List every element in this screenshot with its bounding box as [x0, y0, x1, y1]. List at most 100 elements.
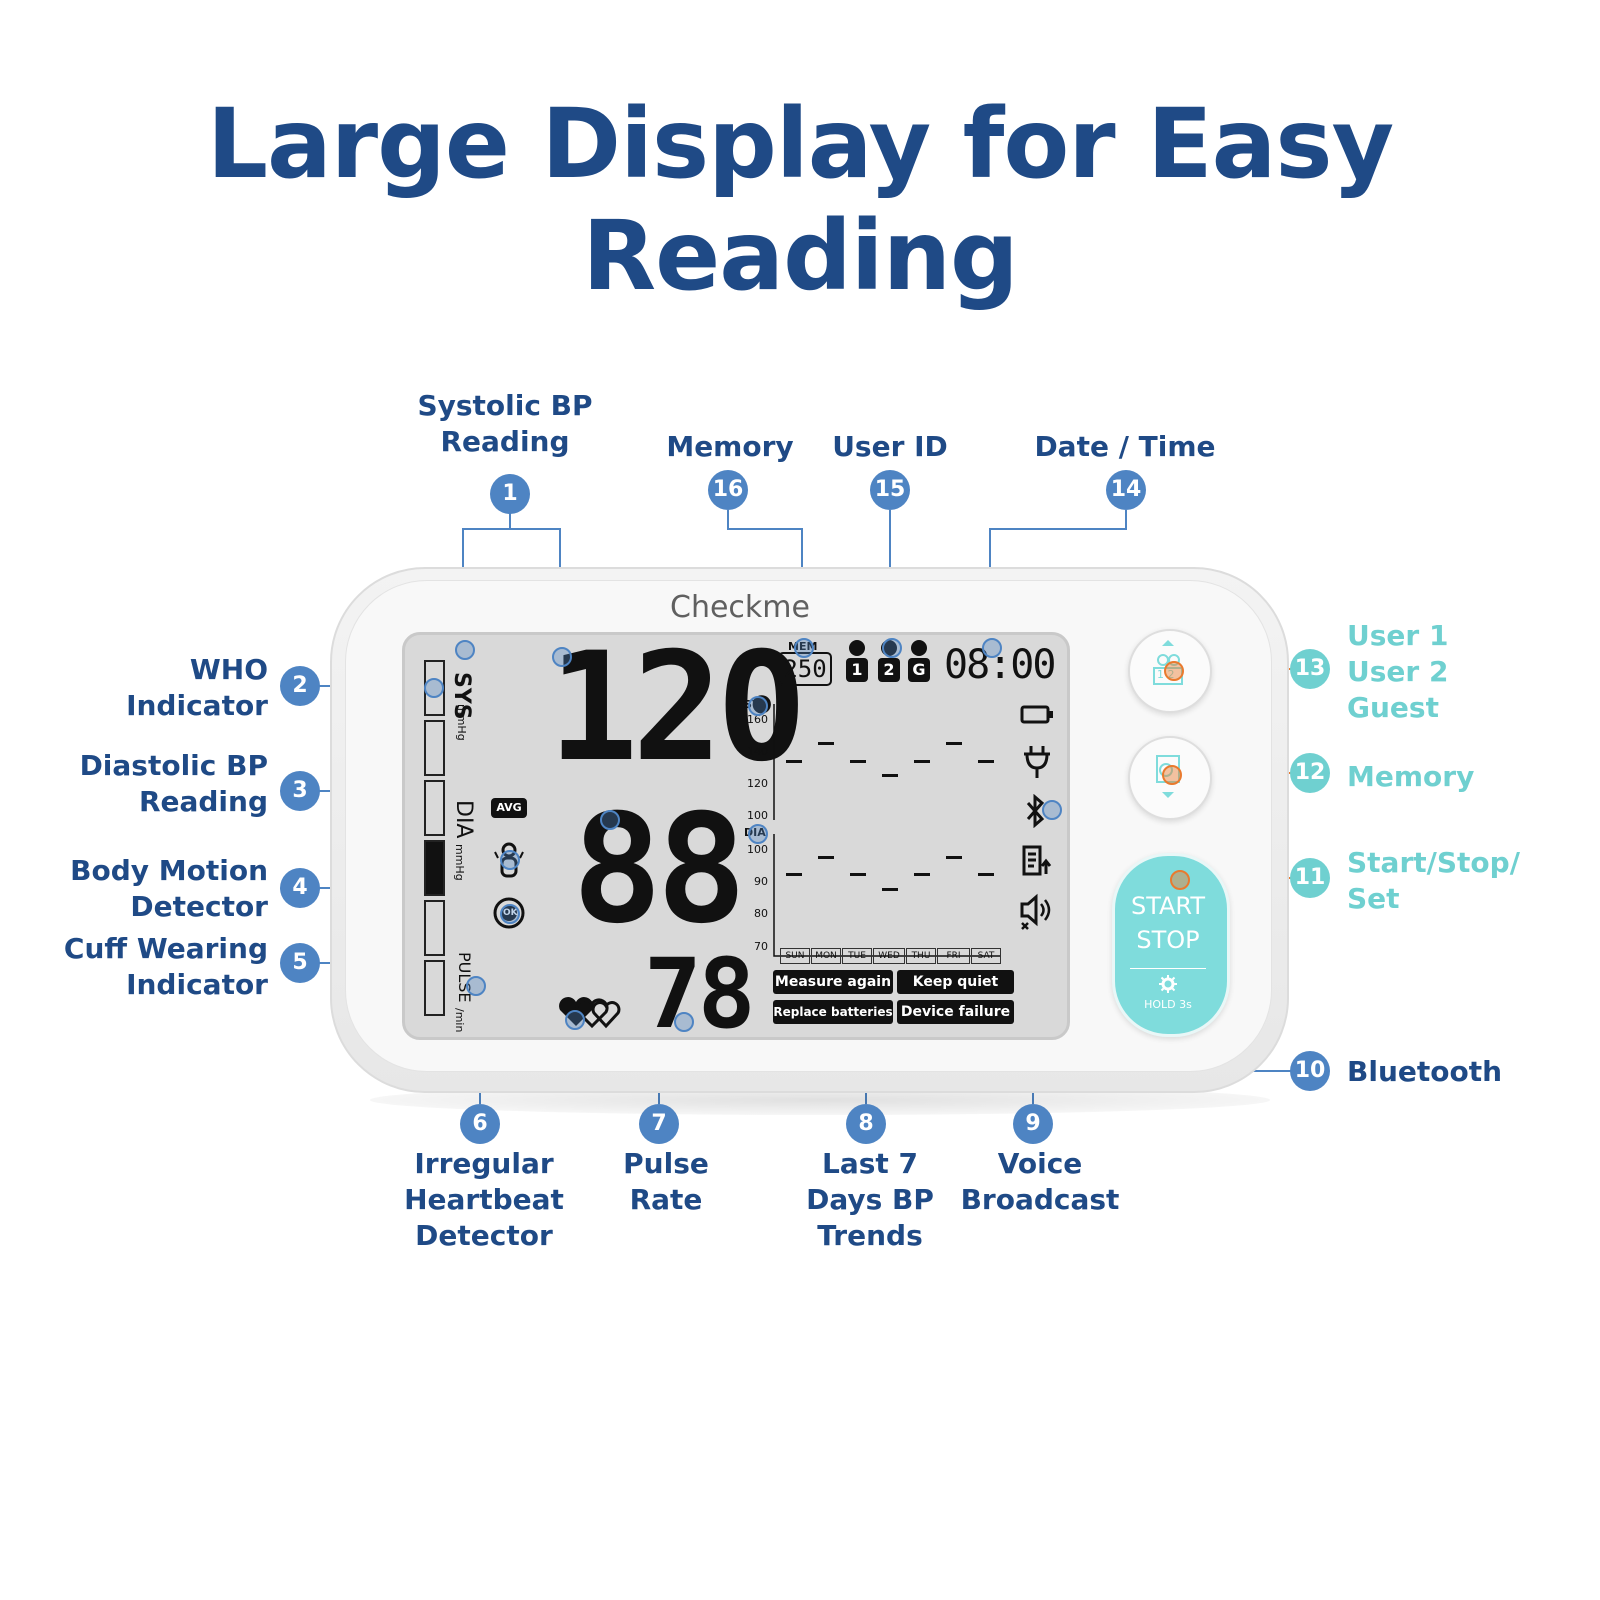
callout-dot [794, 638, 814, 658]
voice-speaker-icon [1020, 893, 1051, 930]
label-bluetooth: Bluetooth [1347, 1055, 1503, 1088]
dia-trend-mark [946, 856, 962, 859]
who-bar [424, 780, 445, 836]
day-label: MON [811, 948, 841, 964]
dia-unit: mmHg [453, 844, 466, 881]
callout-dot [1170, 870, 1190, 890]
day-label: THU [906, 948, 936, 964]
callout-dot [748, 824, 768, 844]
callout-dot [424, 678, 444, 698]
badge-12: 12 [1290, 753, 1330, 793]
dia-tick: 90 [754, 875, 768, 888]
brand-logo: Checkme [670, 590, 810, 625]
callout-dot [674, 1012, 694, 1032]
label-irregular: Irregular Heartbeat Detector [404, 1147, 564, 1252]
sys-tick: 120 [747, 777, 768, 790]
sys-tick: 140 [747, 745, 768, 758]
sys-tick: 160 [747, 713, 768, 726]
badge-2: 2 [280, 666, 320, 706]
sys-trend-mark [818, 742, 834, 745]
badge-7: 7 [639, 1104, 679, 1144]
dia-tick: 100 [747, 843, 768, 856]
label-cuff: Cuff Wearing Indicator [63, 932, 268, 1001]
sys-trend-mark [882, 774, 898, 777]
badge-16: 16 [708, 470, 748, 510]
badge-3: 3 [280, 771, 320, 811]
stop-label: STOP [1136, 926, 1200, 954]
day-label: SUN [780, 948, 810, 964]
badge-11: 11 [1290, 858, 1330, 898]
label-body-motion: Body Motion Detector [70, 854, 268, 923]
dia-tick: 80 [754, 907, 768, 920]
badge-6: 6 [460, 1104, 500, 1144]
label-diastolic: Diastolic BP Reading [79, 749, 268, 818]
day-label: SAT [971, 948, 1001, 964]
dia-trend-mark [818, 856, 834, 859]
sys-unit: mmHg [455, 704, 468, 741]
callout-dot [455, 640, 475, 660]
sys-trend-mark [914, 760, 930, 763]
badge-15: 15 [870, 470, 910, 510]
sys-tick: 100 [747, 809, 768, 822]
who-bar [424, 900, 445, 956]
msg-device-failure: Device failure [897, 1000, 1014, 1024]
user-1-indicator: 1 [846, 640, 868, 684]
start-divider [1130, 968, 1206, 969]
power-plug-icon [1024, 746, 1050, 778]
callout-dot [500, 904, 520, 924]
dia-trend-mark [978, 873, 994, 876]
who-bar [424, 720, 445, 776]
callout-dot [1042, 800, 1062, 820]
badge-14: 14 [1106, 470, 1146, 510]
pulse-unit: /min [453, 1008, 466, 1033]
hold-label: HOLD 3s [1144, 998, 1192, 1011]
label-pulse-rate: Pulse Rate [623, 1147, 709, 1216]
guest-indicator: G [908, 640, 930, 684]
callout-dot [565, 1010, 585, 1030]
dia-trend-mark [850, 873, 866, 876]
day-label: FRI [937, 948, 970, 964]
sys-trend-mark [978, 760, 994, 763]
callout-dot [982, 638, 1002, 658]
day-label: WED [873, 948, 905, 964]
callout-dot [552, 647, 572, 667]
label-voice: Voice Broadcast [960, 1147, 1120, 1216]
callout-dot [1164, 661, 1184, 681]
callout-dot [1162, 765, 1182, 785]
who-bar [424, 960, 445, 1016]
pulse-value: 78 [644, 938, 756, 1050]
trend-axes [773, 704, 1000, 957]
battery-icon [1020, 705, 1053, 724]
callout-dot [500, 850, 520, 870]
bluetooth-icon [1026, 794, 1045, 828]
label-start-stop: Start/Stop/ Set [1347, 846, 1520, 915]
badge-13: 13 [1290, 649, 1330, 689]
msg-keep-quiet: Keep quiet [897, 970, 1014, 994]
dia-label: DIA [451, 800, 476, 839]
who-bar-active [424, 840, 445, 896]
diastolic-value: 88 [572, 783, 747, 957]
sys-trend-mark [850, 760, 866, 763]
page-title: Large Display for Easy Reading [206, 88, 1394, 312]
label-who: WHO Indicator [126, 653, 268, 722]
label-user-id: User ID [832, 430, 948, 463]
badge-8: 8 [846, 1104, 886, 1144]
label-memory: Memory [666, 430, 794, 463]
msg-replace-batteries: Replace batteries [773, 1000, 893, 1024]
callout-dot [466, 976, 486, 996]
label-systolic: Systolic BP Reading [417, 389, 593, 458]
msg-measure-again: Measure again [773, 970, 893, 994]
dia-trend-mark [786, 873, 802, 876]
badge-9: 9 [1013, 1104, 1053, 1144]
avg-badge: AVG [491, 798, 527, 818]
dia-tick: 70 [754, 940, 768, 953]
dia-trend-mark [914, 873, 930, 876]
badge-10: 10 [1290, 1051, 1330, 1091]
label-trends: Last 7 Days BP Trends [806, 1147, 934, 1252]
settings-gear-icon [1159, 975, 1177, 993]
label-memory-button: Memory [1347, 760, 1475, 793]
badge-5: 5 [280, 943, 320, 983]
label-users: User 1 User 2 Guest [1347, 619, 1449, 724]
start-label: START [1130, 892, 1206, 920]
dia-trend-mark [882, 888, 898, 891]
